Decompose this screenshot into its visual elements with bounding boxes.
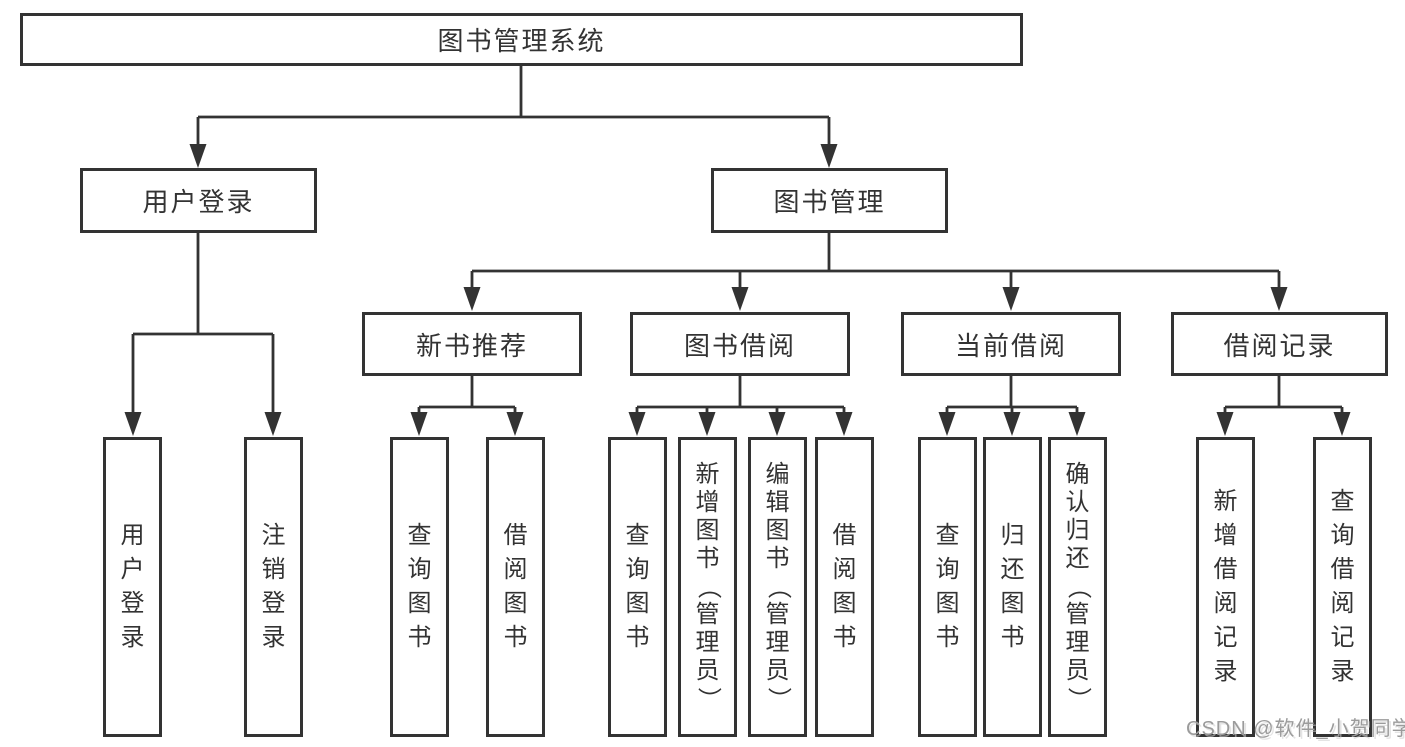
leaf-current-confirm-return: 确认归还（管理员） xyxy=(1048,437,1107,737)
leaf-logout-label: 注销登录 xyxy=(261,522,286,651)
node-current-borrow: 当前借阅 xyxy=(901,312,1121,376)
node-book-borrow: 图书借阅 xyxy=(630,312,850,376)
leaf-recommend-query-book-label: 查询图书 xyxy=(407,522,432,651)
leaf-borrow-borrow-book: 借阅图书 xyxy=(815,437,874,737)
leaf-current-query-book-label: 查询图书 xyxy=(935,522,960,651)
leaf-borrow-query-book: 查询图书 xyxy=(608,437,667,737)
leaf-record-query-record-label: 查询借阅记录 xyxy=(1330,488,1355,685)
leaf-logout: 注销登录 xyxy=(244,437,303,737)
node-borrow-record-label: 借阅记录 xyxy=(1223,330,1336,361)
leaf-recommend-borrow-book-label: 借阅图书 xyxy=(503,522,528,651)
leaf-borrow-query-book-label: 查询图书 xyxy=(625,522,650,651)
csdn-watermark: CSDN @软件_小贺同学 xyxy=(1186,718,1405,740)
leaf-recommend-borrow-book: 借阅图书 xyxy=(486,437,545,737)
node-book-borrow-label: 图书借阅 xyxy=(683,330,796,361)
leaf-borrow-edit-book-label: 编辑图书（管理员） xyxy=(764,461,792,711)
node-user-login: 用户登录 xyxy=(80,168,317,233)
leaf-user-login-label: 用户登录 xyxy=(120,522,145,651)
leaf-record-add-record-label: 新增借阅记录 xyxy=(1213,488,1238,685)
leaf-borrow-borrow-book-label: 借阅图书 xyxy=(832,522,857,651)
node-book-management-label: 图书管理 xyxy=(773,187,886,217)
node-book-management: 图书管理 xyxy=(711,168,948,233)
leaf-record-query-record: 查询借阅记录 xyxy=(1313,437,1372,737)
leaf-current-return-book-label: 归还图书 xyxy=(1000,522,1025,651)
leaf-user-login: 用户登录 xyxy=(103,437,162,737)
leaf-borrow-add-book: 新增图书（管理员） xyxy=(678,437,737,737)
leaf-current-return-book: 归还图书 xyxy=(983,437,1042,737)
leaf-record-add-record: 新增借阅记录 xyxy=(1196,437,1255,737)
leaf-current-confirm-return-label: 确认归还（管理员） xyxy=(1064,461,1092,711)
node-new-book-recommend: 新书推荐 xyxy=(362,312,582,376)
node-user-login-label: 用户登录 xyxy=(142,187,255,217)
node-borrow-record: 借阅记录 xyxy=(1171,312,1388,376)
node-new-book-recommend-label: 新书推荐 xyxy=(415,330,528,361)
node-current-borrow-label: 当前借阅 xyxy=(954,330,1067,361)
node-root-label: 图书管理系统 xyxy=(437,26,606,56)
leaf-recommend-query-book: 查询图书 xyxy=(390,437,449,737)
leaf-borrow-add-book-label: 新增图书（管理员） xyxy=(694,461,722,711)
leaf-current-query-book: 查询图书 xyxy=(918,437,977,737)
leaf-borrow-edit-book: 编辑图书（管理员） xyxy=(748,437,807,737)
node-root: 图书管理系统 xyxy=(20,13,1023,66)
